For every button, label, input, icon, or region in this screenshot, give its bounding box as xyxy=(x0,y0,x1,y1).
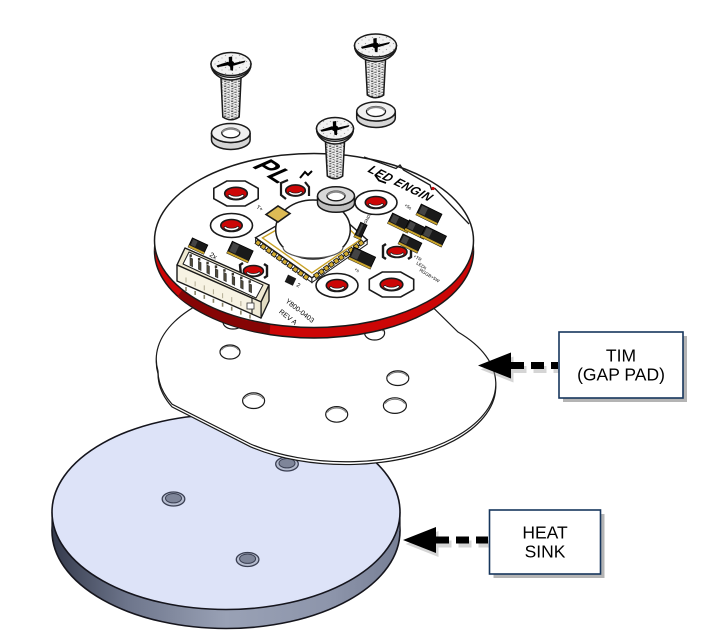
svg-text:SINK: SINK xyxy=(525,542,566,562)
svg-text:(GAP PAD): (GAP PAD) xyxy=(577,365,665,385)
svg-text:LEDs: LEDs xyxy=(415,261,428,271)
svg-text:2: 2 xyxy=(295,283,302,290)
svg-text:T+: T+ xyxy=(255,205,264,214)
svg-text:+s: +s xyxy=(353,267,360,274)
svg-text:+5s: +5s xyxy=(403,203,413,211)
svg-text:+TR: +TR xyxy=(412,254,423,263)
svg-text:TIM: TIM xyxy=(606,346,636,366)
svg-text:GND1: GND1 xyxy=(363,211,373,224)
svg-text:2x: 2x xyxy=(208,252,218,262)
svg-text:HEAT: HEAT xyxy=(522,523,568,543)
